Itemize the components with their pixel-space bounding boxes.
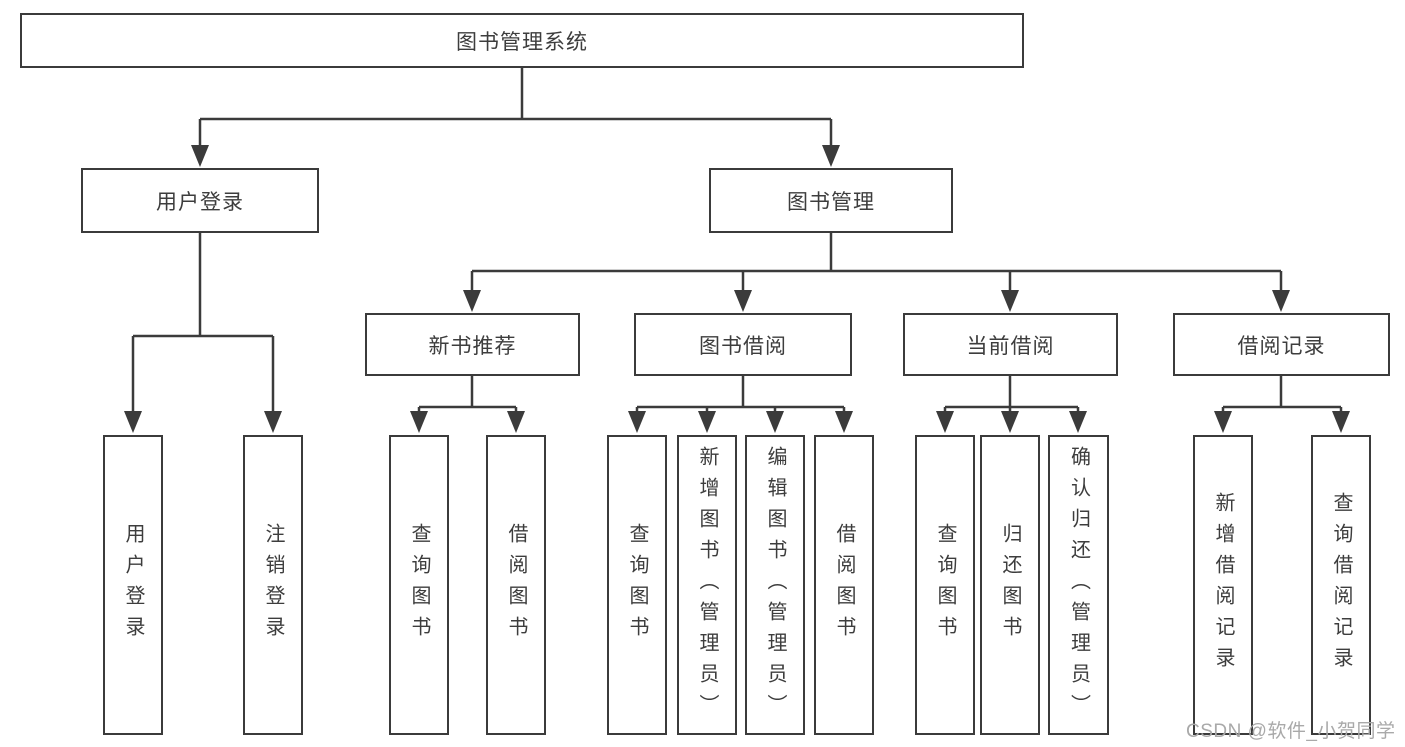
leaf-edit-book-admin: 编辑图书（管理员） <box>745 435 805 735</box>
leaf-borrow-books-recommend: 借阅图书 <box>486 435 546 735</box>
leaf-user-login-label: 用户登录 <box>122 523 144 647</box>
node-root-label: 图书管理系统 <box>456 30 588 54</box>
node-current-borrowing-label: 当前借阅 <box>966 334 1055 358</box>
node-user-login: 用户登录 <box>81 168 319 233</box>
leaf-confirm-return-admin-label: 确认归还（管理员） <box>1067 445 1090 725</box>
node-current-borrowing: 当前借阅 <box>903 313 1118 376</box>
node-user-login-label: 用户登录 <box>156 190 244 214</box>
node-borrowing-records: 借阅记录 <box>1173 313 1390 376</box>
node-book-management-label: 图书管理 <box>787 190 875 214</box>
leaf-borrow-books: 借阅图书 <box>814 435 874 735</box>
leaf-query-books-borrow-label: 查询图书 <box>626 523 648 647</box>
leaf-user-login: 用户登录 <box>103 435 163 735</box>
node-book-borrowing-label: 图书借阅 <box>699 334 787 358</box>
csdn-watermark: CSDN @软件_小贺同学 <box>1186 721 1396 742</box>
leaf-return-book-label: 归还图书 <box>999 523 1021 647</box>
node-book-management: 图书管理 <box>709 168 953 233</box>
node-root-system: 图书管理系统 <box>20 13 1024 68</box>
leaf-query-books-borrow: 查询图书 <box>607 435 667 735</box>
leaf-borrow-books-recommend-label: 借阅图书 <box>505 523 527 647</box>
leaf-return-book: 归还图书 <box>980 435 1040 735</box>
node-borrowing-records-label: 借阅记录 <box>1237 334 1326 358</box>
leaf-add-borrow-record-label: 新增借阅记录 <box>1212 492 1234 678</box>
leaf-add-book-admin-label: 新增图书（管理员） <box>696 445 718 725</box>
leaf-query-books-current: 查询图书 <box>915 435 975 735</box>
leaf-borrow-books-label: 借阅图书 <box>833 523 855 647</box>
leaf-edit-book-admin-label: 编辑图书（管理员） <box>764 445 786 725</box>
leaf-add-borrow-record: 新增借阅记录 <box>1193 435 1253 735</box>
leaf-query-books-current-label: 查询图书 <box>934 523 956 647</box>
leaf-logout: 注销登录 <box>243 435 303 735</box>
node-new-book-recommend-label: 新书推荐 <box>428 334 517 358</box>
node-book-borrowing: 图书借阅 <box>634 313 852 376</box>
leaf-logout-label: 注销登录 <box>262 523 284 647</box>
leaf-add-book-admin: 新增图书（管理员） <box>677 435 737 735</box>
node-new-book-recommend: 新书推荐 <box>365 313 580 376</box>
leaf-query-borrow-record-label: 查询借阅记录 <box>1330 492 1352 678</box>
leaf-confirm-return-admin: 确认归还（管理员） <box>1048 435 1109 735</box>
leaf-query-borrow-record: 查询借阅记录 <box>1311 435 1371 735</box>
leaf-query-books-recommend-label: 查询图书 <box>408 523 430 647</box>
leaf-query-books-recommend: 查询图书 <box>389 435 449 735</box>
